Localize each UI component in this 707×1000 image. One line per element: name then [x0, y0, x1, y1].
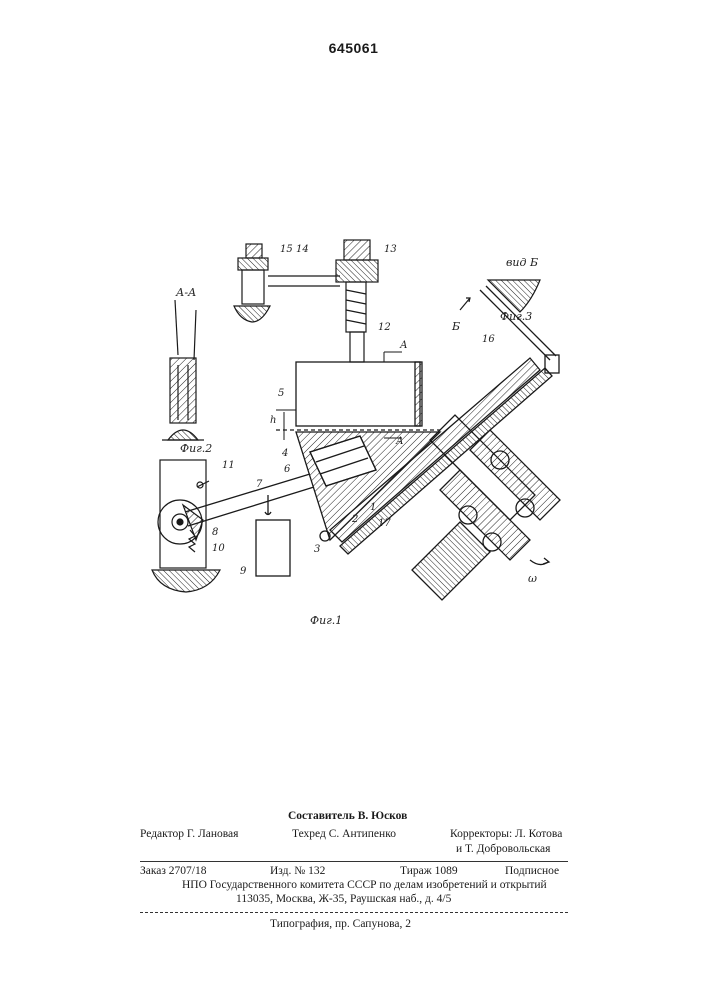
part-number-8: 8 [212, 527, 218, 538]
part-number-2: 2 [351, 514, 358, 525]
fig3-label: Фиг.3 [500, 310, 532, 323]
section-a-label: А [399, 340, 408, 351]
view-label: вид Б [506, 256, 538, 269]
order: Заказ 2707/18 [140, 865, 207, 877]
address: 113035, Москва, Ж-35, Раушская наб., д. … [236, 893, 451, 905]
dimension-h [276, 410, 296, 440]
correctors-2: и Т. Добровольская [456, 843, 550, 855]
part-number-6: 6 [284, 464, 291, 475]
part-number-11: 11 [222, 460, 235, 471]
divider-bottom [140, 912, 568, 913]
correctors: Корректоры: Л. Котова [450, 828, 562, 840]
left-bracket [152, 460, 220, 592]
compiler: Составитель В. Юсков [288, 810, 407, 822]
view-b [460, 280, 540, 312]
arrow-b-label: Б [451, 320, 460, 333]
section-label: А-А [175, 286, 196, 299]
typography: Типография, пр. Сапунова, 2 [270, 918, 411, 930]
part-number-1: 1 [370, 502, 376, 513]
part-number-9: 9 [240, 566, 247, 577]
divider-top [140, 861, 568, 862]
lever-7 [185, 474, 314, 576]
section-a-label-2: А [395, 436, 404, 447]
edition: Изд. № 132 [270, 865, 325, 877]
omega-label: ω [528, 572, 537, 585]
fig2-label: Фиг.2 [180, 442, 212, 455]
inclined-chute [330, 286, 559, 554]
fig1-label: Фиг.1 [310, 614, 342, 627]
part-number-3: 3 [314, 544, 320, 555]
part-number-13: 13 [384, 244, 397, 255]
part-number-4: 4 [281, 448, 288, 459]
part-number-12: 12 [378, 322, 391, 333]
fig2-section [162, 300, 204, 440]
part-number-14: 14 [296, 244, 309, 255]
section-arrow-a [384, 352, 402, 438]
part-number-16: 16 [482, 334, 495, 345]
part-number-7: 7 [256, 479, 263, 490]
editor: Редактор Г. Лановая [140, 828, 238, 840]
part-number-15: 15 [280, 244, 293, 255]
part-number-17: 17 [378, 518, 391, 529]
subscription: Подписное [505, 865, 559, 877]
npo: НПО Государственного комитета СССР по де… [182, 879, 547, 891]
techred: Техред С. Антипенко [292, 828, 396, 840]
part-number-10: 10 [212, 543, 225, 554]
dim-h-label: h [270, 415, 276, 426]
part-number-5: 5 [278, 388, 284, 399]
top-bracket [234, 240, 378, 362]
circulation: Тираж 1089 [400, 865, 458, 877]
